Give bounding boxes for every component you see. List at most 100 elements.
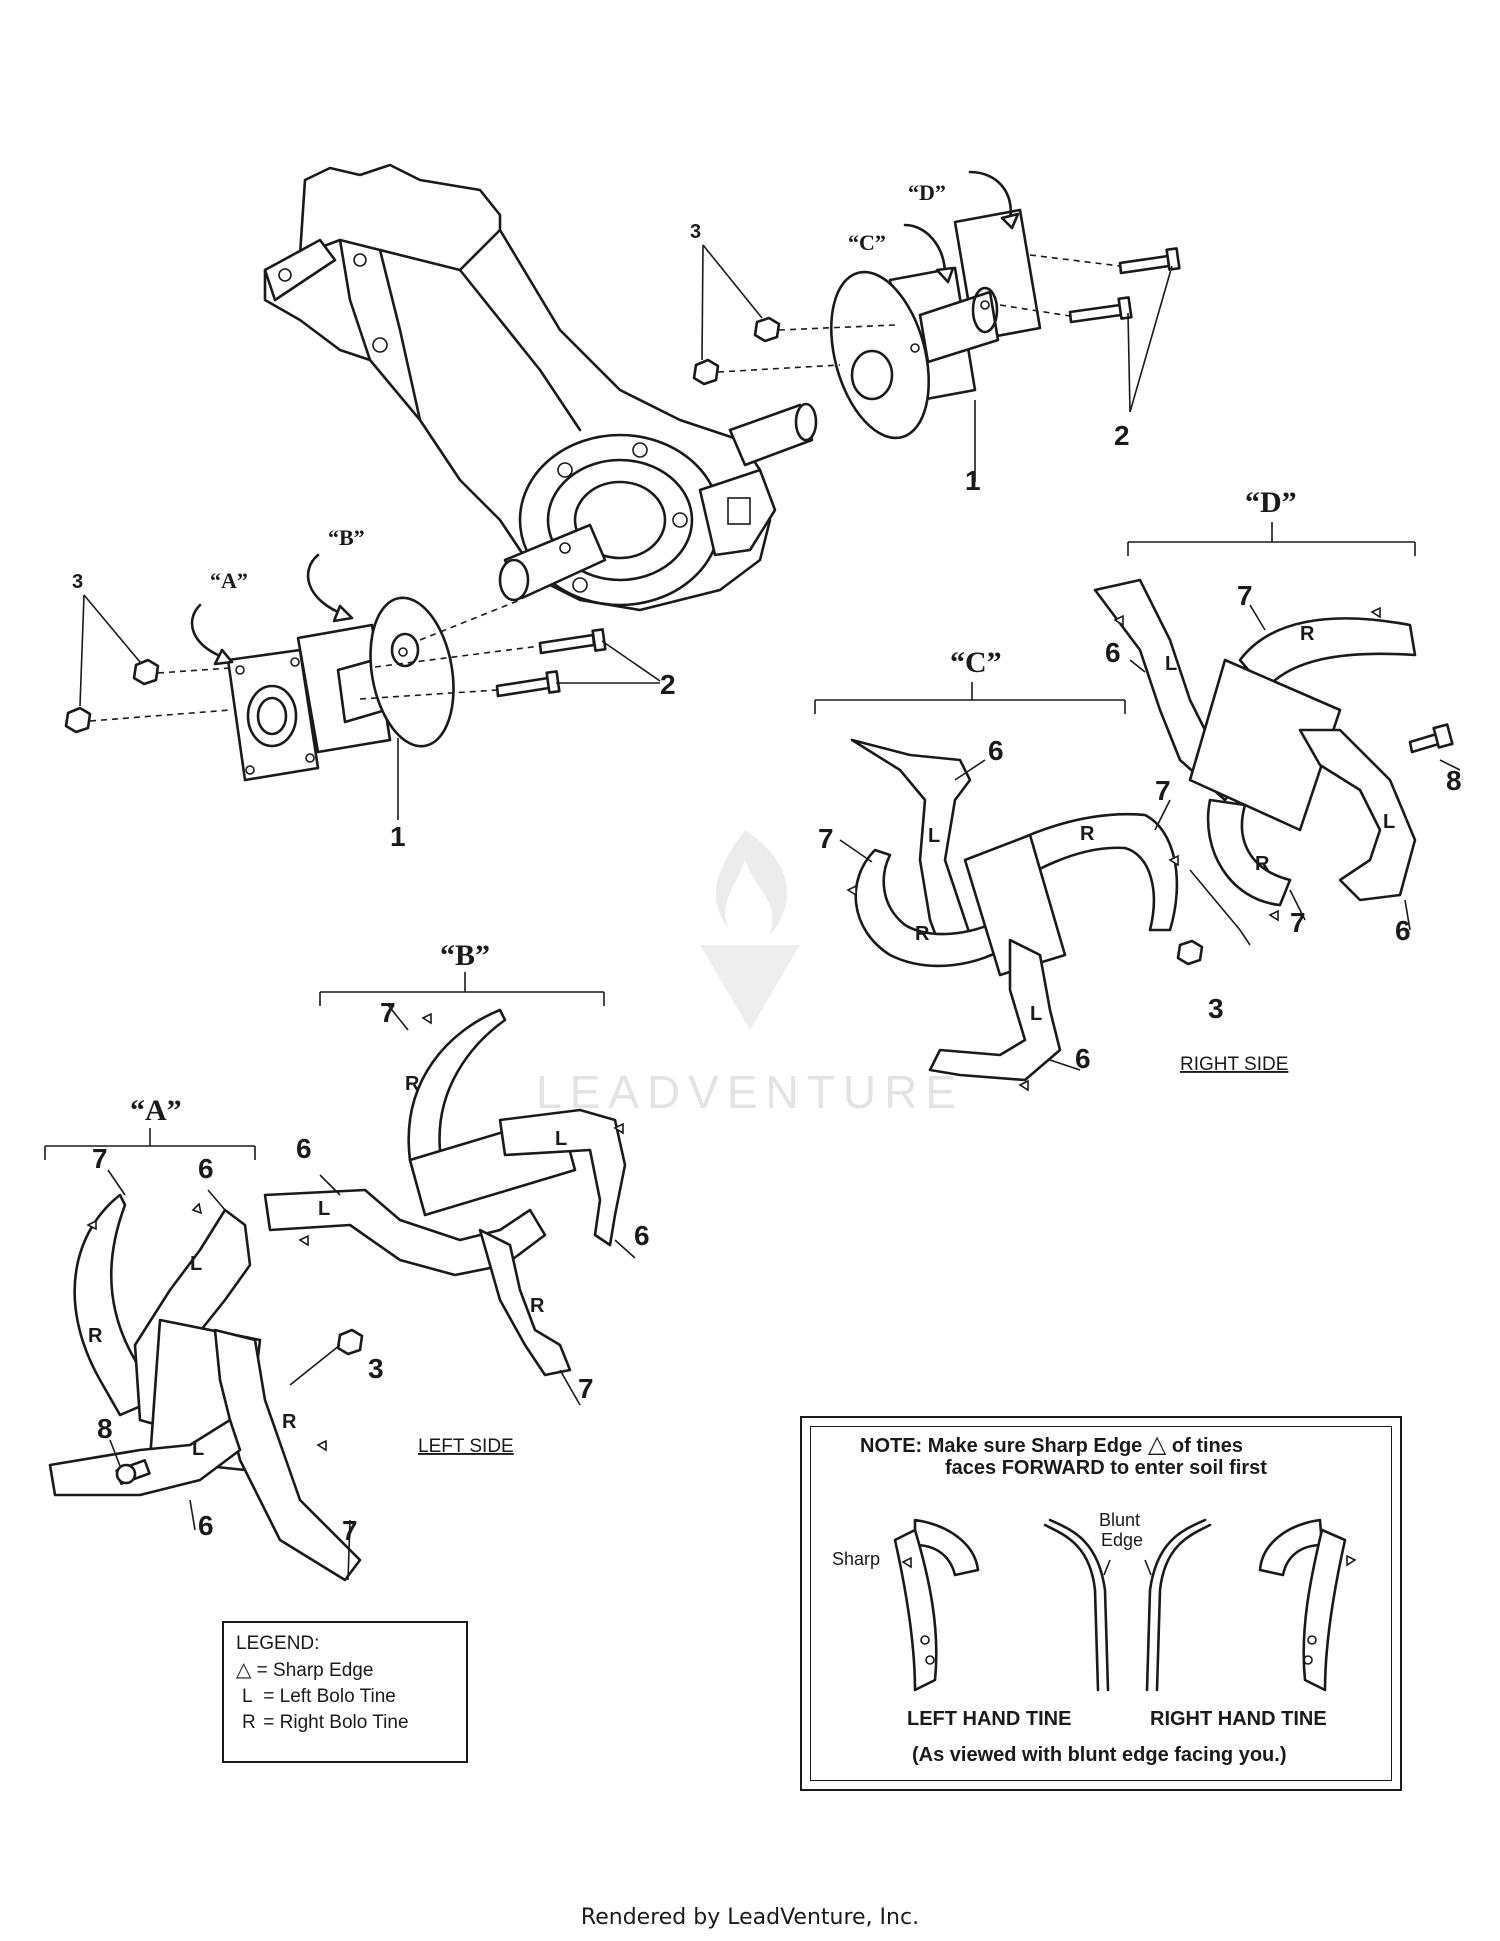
- note-line-2: faces FORWARD to enter soil first: [945, 1457, 1267, 1479]
- callout-7-a1: 7: [92, 1143, 108, 1174]
- tine-group-b: [263, 972, 636, 1406]
- arrow-label-a: “A”: [210, 568, 248, 593]
- flange-plate-a: [226, 648, 320, 782]
- arrow-label-c: “C”: [848, 230, 886, 255]
- arrow-label-d: “D”: [908, 180, 946, 205]
- group-d-label: “D”: [1245, 486, 1297, 519]
- tine-mark-l: L: [318, 1198, 330, 1220]
- group-b-label: “B”: [440, 939, 490, 972]
- tine-l-b-right: [498, 1108, 627, 1247]
- legend-sharp-text: = Sharp Edge: [256, 1660, 374, 1681]
- tine-l-b-left: [263, 1188, 547, 1277]
- note-box: [800, 1416, 1402, 1791]
- tine-mark-r: R: [1255, 853, 1270, 875]
- tine-group-d: [1093, 522, 1461, 966]
- tine-mark-l: L: [1030, 1003, 1042, 1025]
- tine-group-a: [44, 1128, 364, 1582]
- callout-6-b1: 6: [296, 1133, 312, 1164]
- callout-6-a2: 6: [198, 1510, 214, 1541]
- note-right-hand-tine: RIGHT HAND TINE: [1150, 1708, 1327, 1730]
- tine-r-d-lower: [1206, 798, 1292, 907]
- note-inner-frame: [810, 1426, 1392, 1781]
- callout-7-c2: 7: [1155, 775, 1171, 806]
- footer-credit: Rendered by LeadVenture, Inc.: [580, 1905, 920, 1930]
- callout-6-d2: 6: [1395, 915, 1411, 946]
- callout-1-left: 1: [390, 821, 406, 852]
- tine-l-d-lower: [1298, 728, 1417, 902]
- callout-3-top: 3: [690, 221, 701, 243]
- callout-3-cd: 3: [1208, 993, 1224, 1024]
- tine-mark-r: R: [1300, 623, 1315, 645]
- callout-7-a2: 7: [342, 1515, 358, 1546]
- note-blunt-label-1: Blunt: [1099, 1510, 1141, 1530]
- note-line-1: NOTE: Make sure Sharp Edge △ of tines: [860, 1430, 1243, 1459]
- tine-mark-r: R: [1080, 823, 1095, 845]
- tine-mark-l: L: [1165, 653, 1177, 675]
- callout-6-c1: 6: [988, 735, 1004, 766]
- callout-2-left: 2: [660, 669, 676, 700]
- tine-mark-r: R: [88, 1325, 103, 1347]
- left-side-label: LEFT SIDE: [418, 1436, 514, 1457]
- tine-mark-r: R: [915, 923, 930, 945]
- tine-mark-r: R: [530, 1295, 545, 1317]
- note-sharp-label: Sharp: [832, 1549, 881, 1569]
- sharp-edge-triangle-icon: △: [236, 1659, 252, 1681]
- left-hub-assembly: [64, 553, 661, 820]
- tine-mark-r: R: [405, 1073, 420, 1095]
- legend-row-right: R = Right Bolo Tine: [236, 1710, 454, 1736]
- tine-mark-l: L: [555, 1128, 567, 1150]
- right-side-label: RIGHT SIDE: [1180, 1054, 1288, 1075]
- legend-right-text: = Right Bolo Tine: [263, 1712, 409, 1733]
- tine-r-b-lower: [478, 1228, 572, 1377]
- sharp-edge-triangle-icon: △: [1147, 1431, 1167, 1458]
- tine-group-c: [814, 682, 1179, 1092]
- note-blunt-label-2: Edge: [1101, 1530, 1144, 1550]
- tine-mark-l: L: [928, 825, 940, 847]
- note-tine-illustrations: [893, 1518, 1357, 1692]
- tine-r-d-upper: [1238, 617, 1417, 692]
- tine-l-lower: [48, 1418, 242, 1497]
- hub-washer-right: [829, 270, 931, 440]
- callout-7-d2: 7: [1290, 907, 1306, 938]
- watermark-text: LEADVENTURE: [536, 1066, 964, 1118]
- callout-3-a: 3: [368, 1353, 384, 1384]
- gearbox-housing: [263, 163, 818, 612]
- note-viewed-text: (As viewed with blunt edge facing you.): [912, 1744, 1287, 1766]
- callout-6-d1: 6: [1105, 637, 1121, 668]
- callout-6-c2: 6: [1075, 1043, 1091, 1074]
- tine-mark-l: L: [190, 1253, 202, 1275]
- group-c-label: “C”: [950, 646, 1002, 679]
- group-a-label: “A”: [130, 1094, 182, 1127]
- arrow-label-b: “B”: [328, 525, 365, 550]
- tine-l-c-lower: [928, 938, 1062, 1082]
- note-line1-b: of tines: [1171, 1435, 1244, 1457]
- callout-2-right: 2: [1114, 420, 1130, 451]
- callout-7-b2: 7: [578, 1373, 594, 1404]
- callout-7-b1: 7: [380, 997, 396, 1028]
- callout-7-c1: 7: [818, 823, 834, 854]
- callout-3-left: 3: [72, 571, 83, 593]
- callout-1-right: 1: [965, 465, 981, 496]
- callout-8-a: 8: [97, 1413, 113, 1444]
- callout-8-d: 8: [1446, 765, 1462, 796]
- legend-left-text: = Left Bolo Tine: [263, 1686, 396, 1707]
- callout-6-b2: 6: [634, 1220, 650, 1251]
- note-line1-a: NOTE: Make sure Sharp Edge: [860, 1435, 1143, 1457]
- legend-box: LEGEND: △ = Sharp Edge L = Left Bolo Tin…: [222, 1621, 468, 1763]
- legend-row-sharp: △ = Sharp Edge: [236, 1657, 454, 1684]
- legend-right-prefix: R: [242, 1712, 256, 1733]
- legend-row-left: L = Left Bolo Tine: [236, 1684, 454, 1710]
- note-left-hand-tine: LEFT HAND TINE: [907, 1708, 1072, 1730]
- diagram-labels: “A” “B” “C” “D” “A” “B” “C” “D” 3 3 2 2 …: [72, 180, 1462, 1546]
- right-hub-assembly: [692, 170, 1181, 482]
- legend-title: LEGEND:: [236, 1633, 320, 1654]
- watermark-logo: [700, 830, 800, 1030]
- tine-mark-l: L: [1383, 811, 1395, 833]
- callout-6-a1: 6: [198, 1153, 214, 1184]
- tine-mark-l: L: [192, 1438, 204, 1460]
- callout-7-d1: 7: [1237, 580, 1253, 611]
- legend-left-prefix: L: [242, 1686, 253, 1707]
- tine-mark-r: R: [282, 1411, 297, 1433]
